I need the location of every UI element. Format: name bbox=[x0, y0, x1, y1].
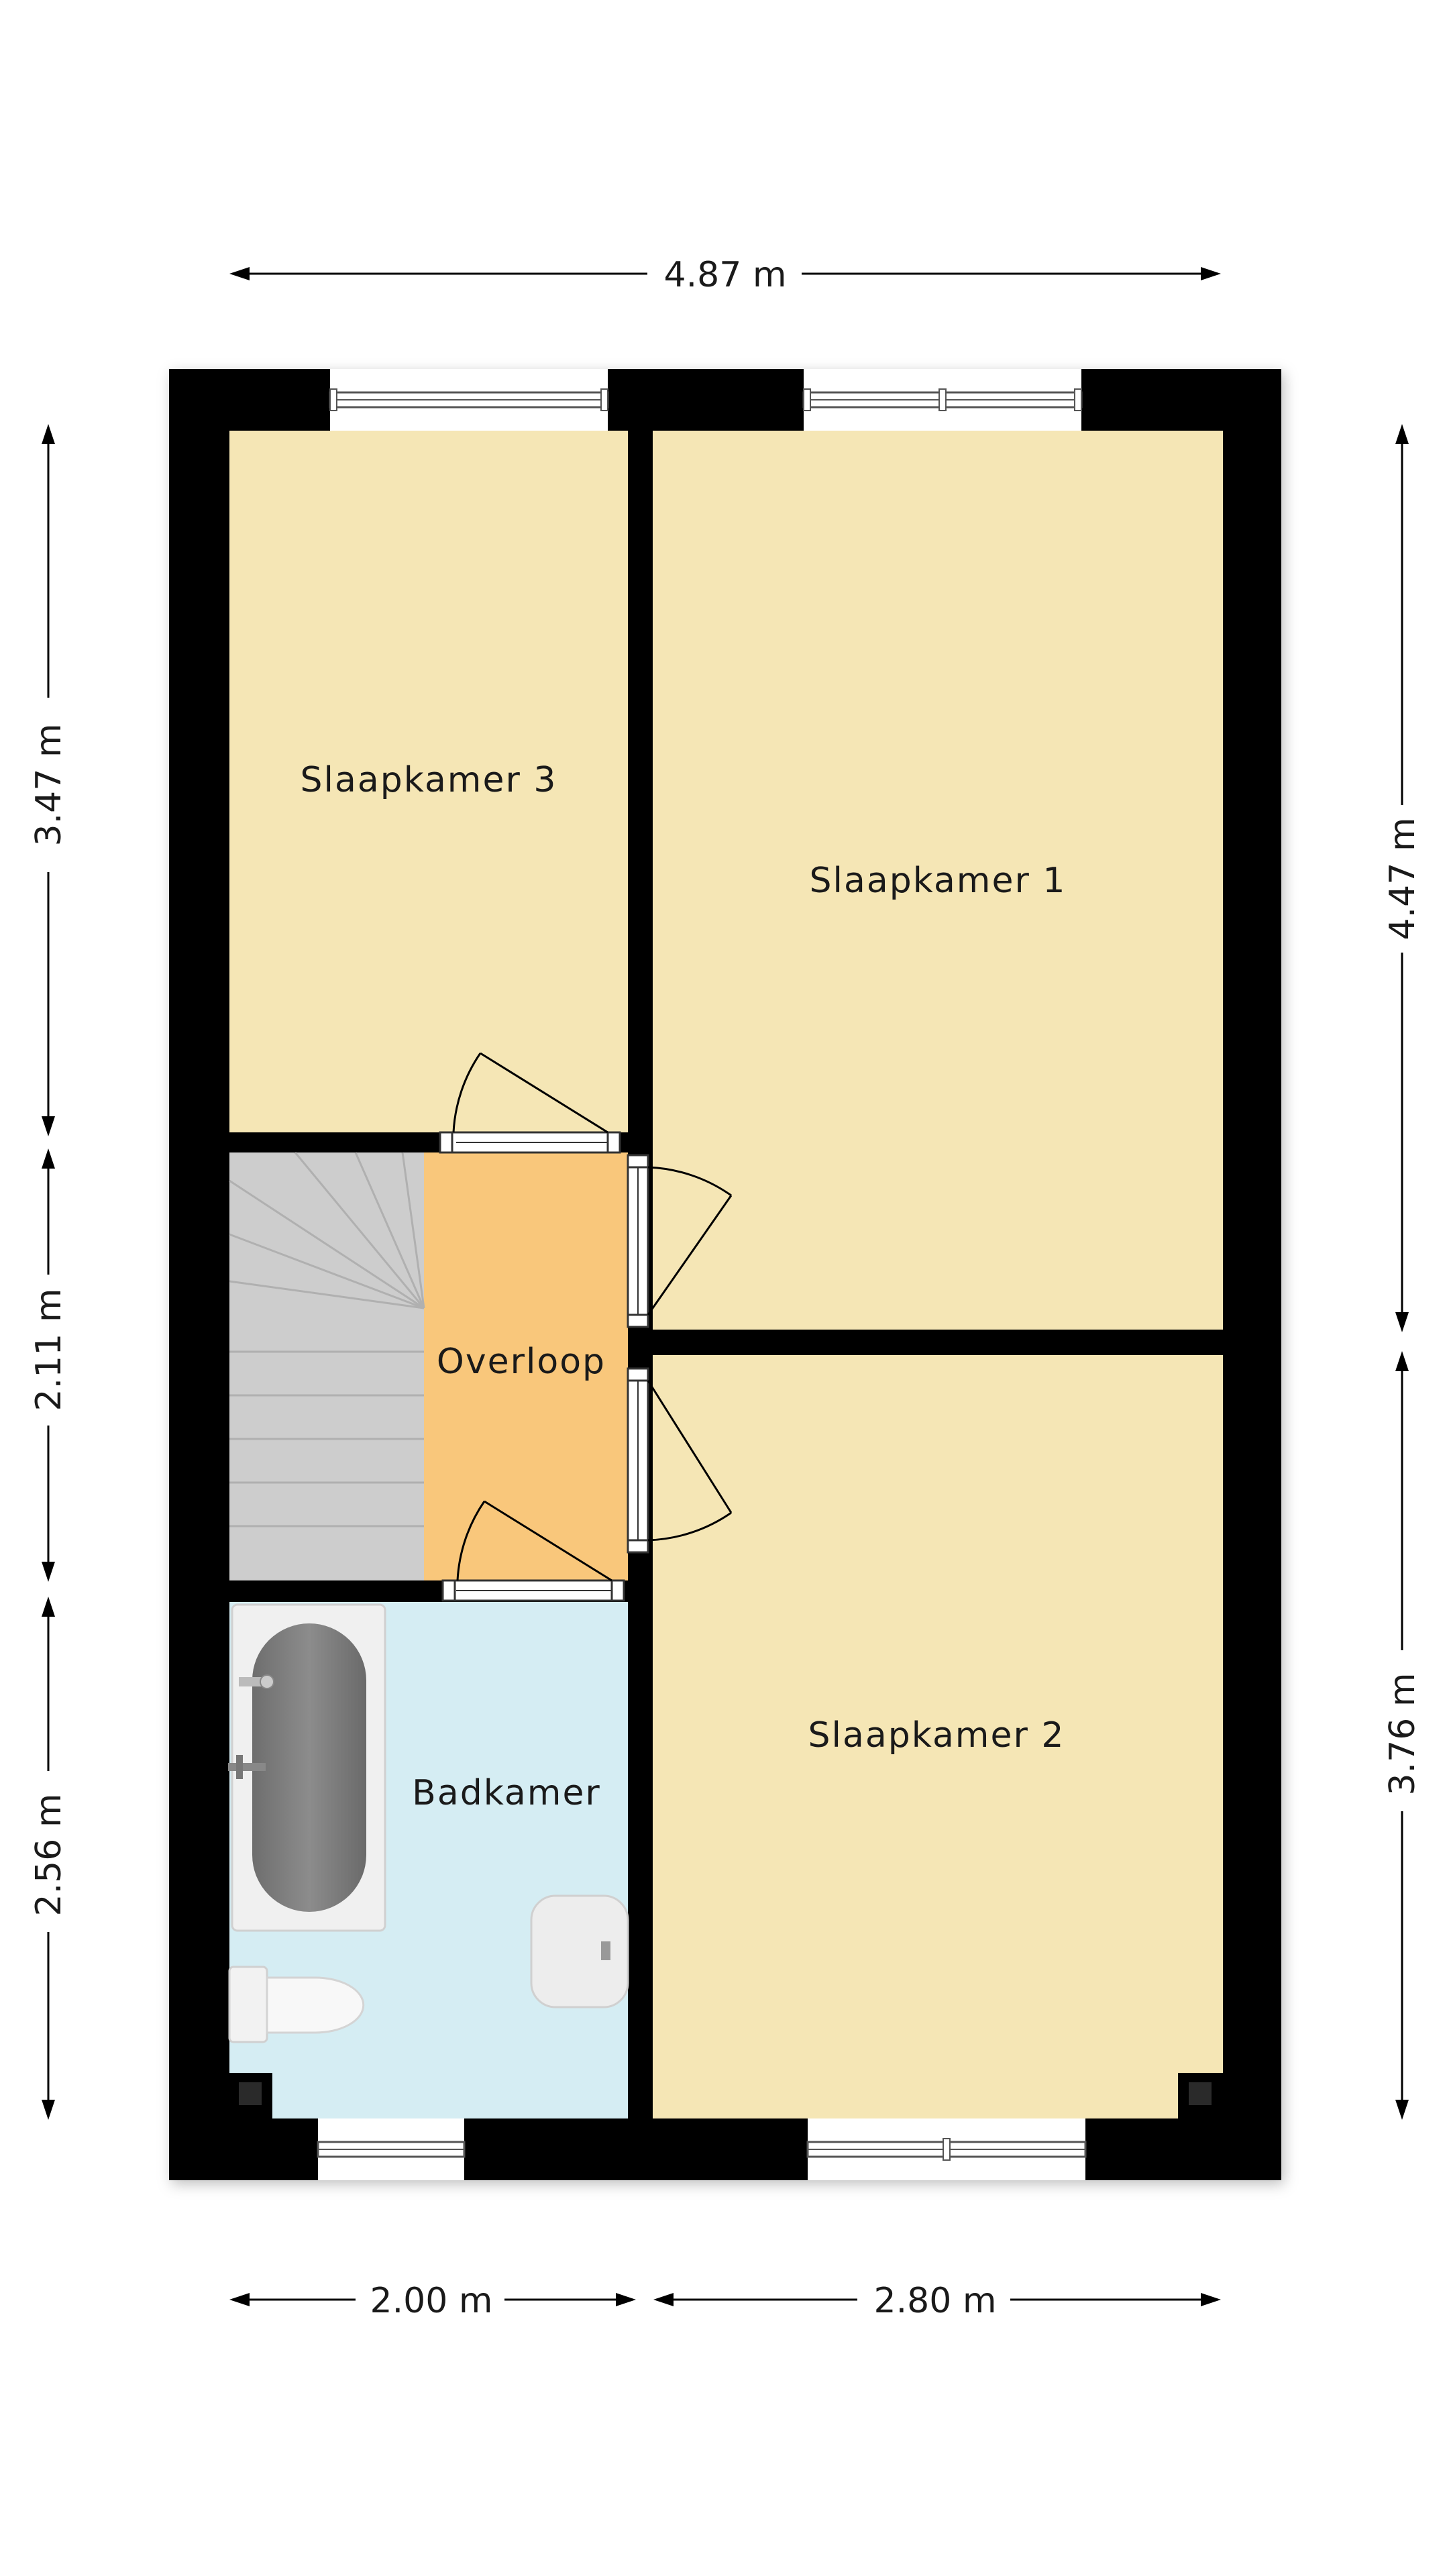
dim-right-top: 4.47 m bbox=[1383, 818, 1423, 941]
room-overloop bbox=[424, 1152, 628, 1580]
dim-top-width: 4.87 m bbox=[664, 255, 787, 295]
room-slaapkamer-2 bbox=[653, 1355, 1223, 2118]
window-top-left bbox=[329, 369, 609, 431]
dimension-bottom: 2.00 m 2.80 m bbox=[229, 2281, 1221, 2321]
sink bbox=[530, 1894, 629, 2008]
dimension-left: 3.47 m 2.11 m 2.56 m bbox=[29, 424, 69, 2120]
dimension-top: 4.87 m bbox=[229, 255, 1221, 295]
label-badkamer: Badkamer bbox=[412, 1773, 601, 1813]
window-bottom-right bbox=[806, 2118, 1087, 2180]
dim-left-middle: 2.11 m bbox=[29, 1289, 69, 1411]
toilet bbox=[228, 1966, 365, 2043]
label-slaapkamer-1: Slaapkamer 1 bbox=[810, 861, 1067, 901]
bathtub bbox=[228, 1603, 386, 1932]
label-overloop: Overloop bbox=[437, 1342, 606, 1382]
dimension-right: 4.47 m 3.76 m bbox=[1383, 424, 1423, 2120]
label-slaapkamer-2: Slaapkamer 2 bbox=[808, 1715, 1065, 1756]
room-slaapkamer-1 bbox=[653, 431, 1223, 1330]
window-top-right bbox=[802, 369, 1083, 431]
dim-left-bottom: 2.56 m bbox=[29, 1794, 69, 1917]
dim-bottom-right: 2.80 m bbox=[874, 2281, 997, 2321]
door-slaapkamer-3 bbox=[439, 1052, 621, 1154]
dim-left-top: 3.47 m bbox=[29, 724, 69, 847]
dim-right-bottom: 3.76 m bbox=[1383, 1673, 1423, 1796]
window-bottom-left bbox=[317, 2118, 466, 2180]
label-slaapkamer-3: Slaapkamer 3 bbox=[301, 760, 557, 800]
door-badkamer bbox=[441, 1500, 625, 1602]
dim-bottom-left: 2.00 m bbox=[370, 2281, 493, 2321]
door-slaapkamer-2 bbox=[627, 1367, 733, 1554]
room-slaapkamer-3 bbox=[229, 431, 628, 1132]
stairs bbox=[229, 1152, 425, 1580]
door-slaapkamer-1 bbox=[627, 1154, 733, 1328]
